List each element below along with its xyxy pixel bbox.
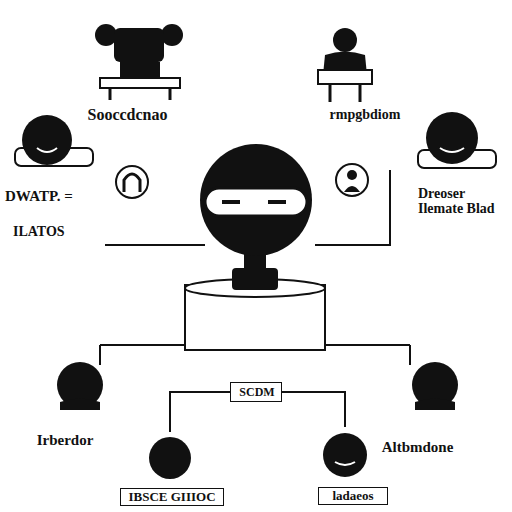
process-box: SCDM — [230, 382, 282, 402]
figure-node: DWATP. = ILATOS — [5, 112, 110, 247]
figure-node: Sooccdcnao — [35, 10, 220, 132]
figure-node: IBSCE GIIIOC — [112, 432, 232, 510]
figure-node: Irberdor — [5, 360, 125, 455]
node-label: ladaeos — [318, 487, 388, 505]
figure-node: Altbmdone ladaeos — [310, 427, 480, 510]
connector-line — [282, 392, 345, 427]
node-label: rmpgbdiom — [300, 107, 430, 122]
node-label: DWATP. = — [5, 188, 110, 205]
node-label: Altbmdone — [355, 439, 480, 456]
node-label: IBSCE GIIIOC — [120, 488, 224, 506]
connector-line — [170, 392, 230, 432]
figure-node: Dreoser Ilemate Blad — [412, 112, 510, 257]
figure-node: rmpgbdiom — [300, 10, 430, 132]
node-label: Dreoser Ilemate Blad — [418, 186, 504, 217]
node-label: ILATOS — [13, 224, 108, 239]
node-label: SCDM — [231, 386, 283, 399]
node-label: Irberdor — [5, 432, 125, 449]
node-label: Sooccdcnao — [35, 106, 220, 124]
